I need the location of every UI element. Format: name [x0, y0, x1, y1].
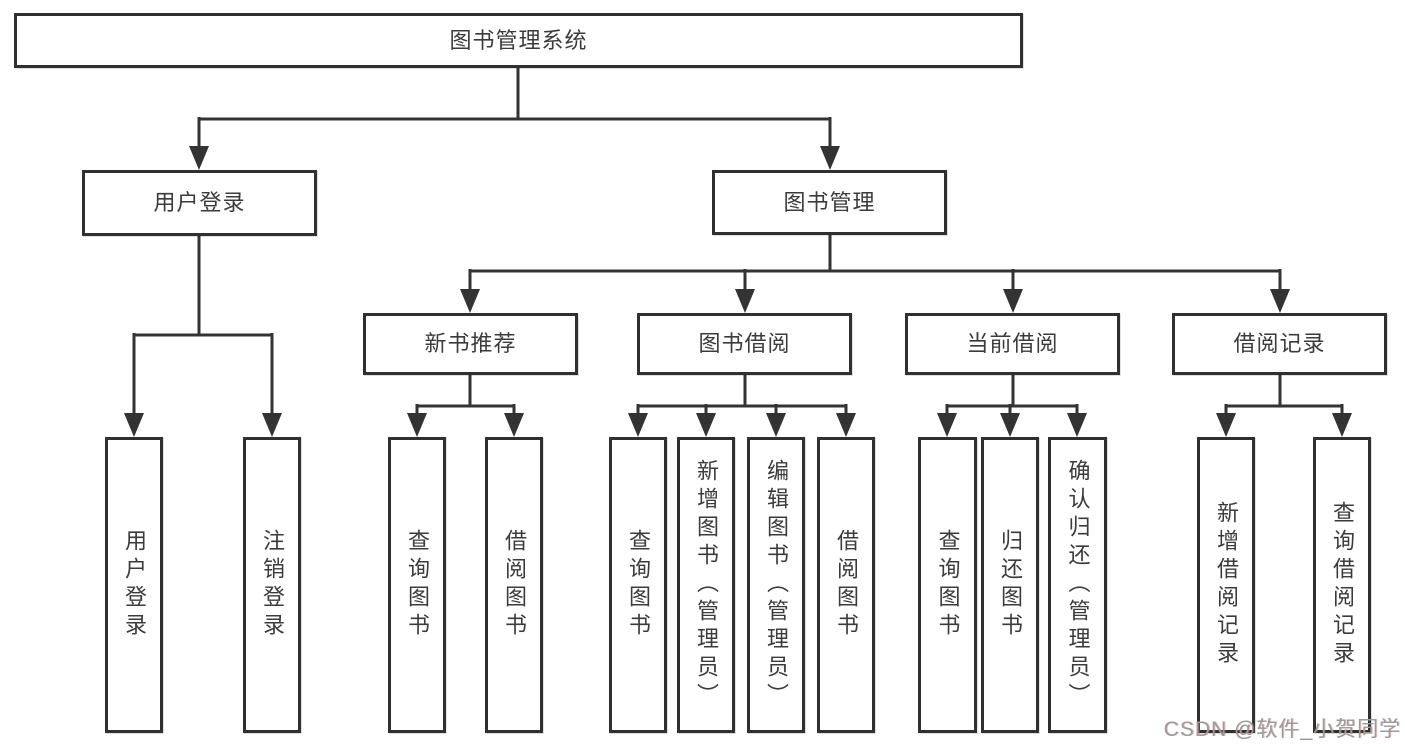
leaf-query-books-borrow: 查询图书	[609, 437, 667, 733]
node-current-borrow: 当前借阅	[905, 313, 1120, 375]
leaf-user-login: 用户登录	[105, 437, 163, 733]
node-book-borrow-label: 图书借阅	[698, 331, 791, 356]
node-root: 图书管理系统	[14, 13, 1023, 68]
leaf-add-borrow-record-label: 新增借阅记录	[1214, 501, 1239, 669]
leaf-edit-books-admin: 编辑图书（管理员）	[747, 437, 805, 733]
node-current-borrow-label: 当前借阅	[966, 331, 1059, 356]
leaf-edit-books-admin-label: 编辑图书（管理员）	[764, 459, 789, 711]
node-user-login-label: 用户登录	[153, 190, 246, 215]
leaf-return-books: 归还图书	[981, 437, 1039, 733]
leaf-query-borrow-record-label: 查询借阅记录	[1330, 501, 1355, 669]
leaf-query-books-recommend-label: 查询图书	[405, 529, 430, 641]
node-borrow-records-label: 借阅记录	[1233, 331, 1326, 356]
leaf-add-borrow-record: 新增借阅记录	[1197, 437, 1255, 733]
node-root-label: 图书管理系统	[449, 27, 588, 53]
leaf-borrow-books-label: 借阅图书	[834, 529, 859, 641]
leaf-add-books-admin-label: 新增图书（管理员）	[694, 459, 719, 711]
node-book-management-label: 图书管理	[783, 189, 876, 215]
leaf-query-books-current-label: 查询图书	[935, 529, 961, 641]
leaf-borrow-books-recommend-label: 借阅图书	[502, 529, 527, 641]
leaf-add-books-admin: 新增图书（管理员）	[677, 437, 735, 733]
node-book-borrow: 图书借阅	[637, 313, 852, 375]
leaf-borrow-books-recommend: 借阅图书	[485, 437, 543, 733]
node-new-book-recommend-label: 新书推荐	[424, 331, 517, 356]
node-user-login: 用户登录	[82, 170, 317, 236]
leaf-confirm-return-admin-label: 确认归还（管理员）	[1065, 459, 1091, 711]
leaf-query-books-current: 查询图书	[918, 437, 977, 733]
leaf-query-borrow-record: 查询借阅记录	[1313, 437, 1371, 733]
leaf-return-books-label: 归还图书	[998, 529, 1023, 641]
leaf-query-books-recommend: 查询图书	[388, 437, 446, 733]
watermark: CSDN @软件_小贺同学	[1163, 718, 1401, 741]
node-borrow-records: 借阅记录	[1172, 313, 1387, 375]
leaf-logout-label: 注销登录	[260, 529, 285, 641]
leaf-confirm-return-admin: 确认归还（管理员）	[1048, 437, 1107, 733]
node-new-book-recommend: 新书推荐	[363, 313, 578, 375]
leaf-user-login-label: 用户登录	[122, 529, 147, 641]
node-book-management: 图书管理	[712, 170, 947, 235]
leaf-borrow-books: 借阅图书	[817, 437, 875, 733]
leaf-logout: 注销登录	[243, 437, 301, 733]
leaf-query-books-borrow-label: 查询图书	[626, 529, 651, 641]
